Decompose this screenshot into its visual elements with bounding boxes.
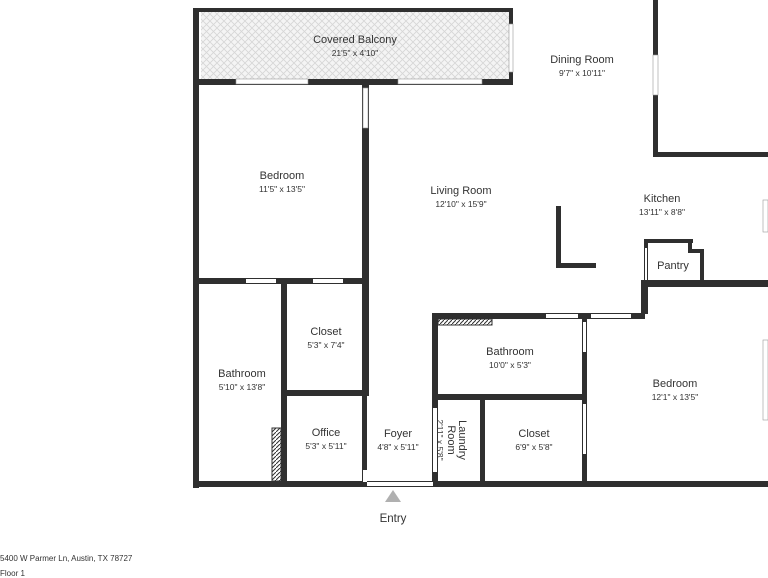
kitchen-dims: 13'11" x 8'8" bbox=[639, 207, 685, 217]
bath1-dims: 5'10" x 13'8" bbox=[219, 382, 266, 392]
hatched-partition bbox=[271, 427, 282, 482]
foyer-dims: 4'8" x 5'11" bbox=[377, 442, 418, 452]
laundry-name-2: Room bbox=[445, 425, 457, 454]
entry-label: Entry bbox=[380, 513, 407, 525]
balcony-dims: 21'5" x 4'10" bbox=[332, 48, 379, 58]
pantry-name: Pantry bbox=[657, 260, 689, 272]
dining-name: Dining Room bbox=[550, 54, 614, 66]
living-dims: 12'10" x 15'9" bbox=[435, 199, 486, 209]
foyer-name: Foyer bbox=[384, 428, 412, 440]
bath2-dims: 10'0" x 5'3" bbox=[489, 360, 531, 370]
kitchen-name: Kitchen bbox=[644, 193, 681, 205]
closet1-dims: 5'3" x 7'4" bbox=[307, 340, 344, 350]
floor-label: Floor 1 bbox=[0, 569, 25, 578]
bedroom1-dims: 11'5" x 13'5" bbox=[259, 184, 305, 194]
door-openings bbox=[246, 248, 647, 486]
closet1-name: Closet bbox=[310, 326, 341, 338]
closet2-name: Closet bbox=[518, 428, 549, 440]
laundry-name: Laundry bbox=[456, 420, 468, 460]
bath1-name: Bathroom bbox=[218, 368, 266, 380]
entry-arrow-icon bbox=[385, 490, 401, 502]
laundry-dims: 2'11" x 5'8" bbox=[435, 419, 445, 460]
office-dims: 5'3" x 5'11" bbox=[305, 441, 346, 451]
windows bbox=[235, 23, 768, 421]
hatched-shelf bbox=[437, 318, 493, 326]
closet2-dims: 6'9" x 5'8" bbox=[515, 442, 552, 452]
walls bbox=[193, 0, 768, 488]
bedroom2-dims: 12'1" x 13'5" bbox=[652, 392, 699, 402]
living-name: Living Room bbox=[430, 185, 491, 197]
dining-dims: 9'7" x 10'11" bbox=[559, 68, 605, 78]
balcony-floor bbox=[201, 12, 511, 80]
bath2-name: Bathroom bbox=[486, 346, 534, 358]
address-text: 5400 W Parmer Ln, Austin, TX 78727 bbox=[0, 554, 133, 563]
office-name: Office bbox=[312, 427, 341, 439]
room-labels: Covered Balcony 21'5" x 4'10" Dining Roo… bbox=[218, 34, 698, 525]
bedroom1-name: Bedroom bbox=[260, 170, 305, 182]
bedroom2-name: Bedroom bbox=[653, 378, 698, 390]
balcony-name: Covered Balcony bbox=[313, 34, 397, 46]
